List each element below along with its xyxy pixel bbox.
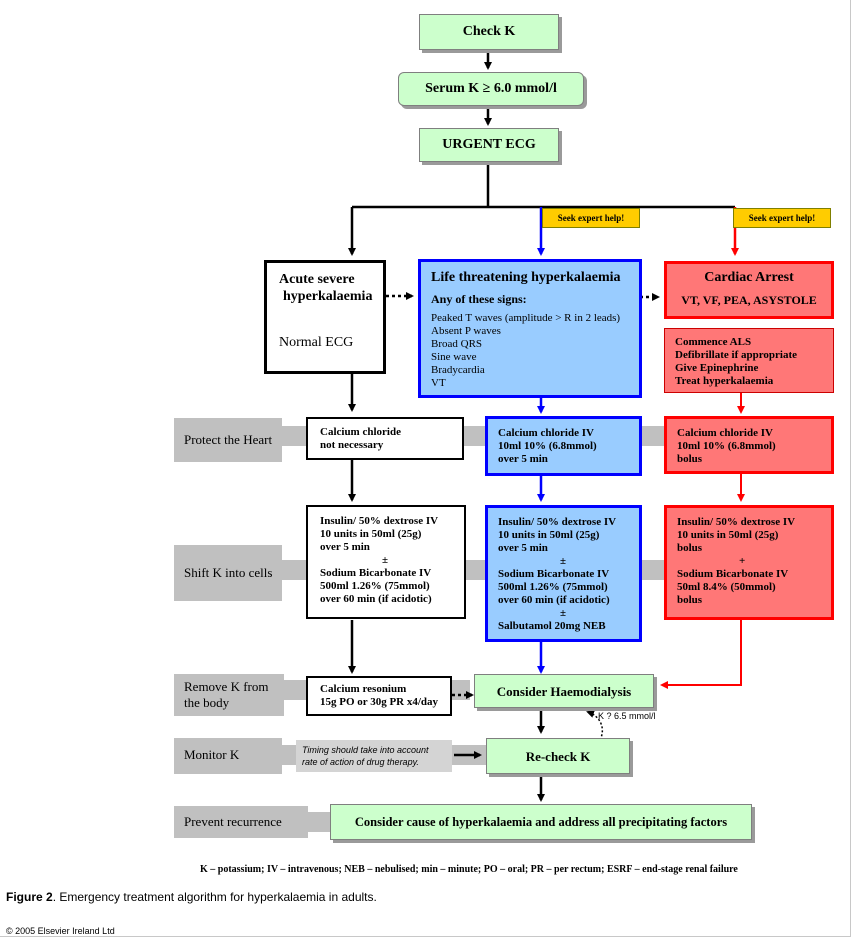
figure-caption-text: . Emergency treatment algorithm for hype… xyxy=(52,890,377,904)
life-shift-line: over 5 min xyxy=(498,542,548,554)
arrest-action: Defibrillate if appropriate xyxy=(675,349,797,361)
serum-k-label: Serum K ≥ 6.0 mmol/l xyxy=(425,81,557,96)
abbreviation-legend: K – potassium; IV – intravenous; NEB – n… xyxy=(200,864,738,875)
arrest-shift-line: 50ml 8.4% (50mmol) xyxy=(677,581,776,593)
arrest-action: Treat hyperkalaemia xyxy=(675,375,774,387)
acute-severe-box: Acute severe hyperkalaemia Normal ECG xyxy=(264,260,386,374)
life-sign: Absent P waves xyxy=(431,325,501,337)
life-protect-line: 10ml 10% (6.8mmol) xyxy=(498,440,597,452)
acute-shift-line: ± xyxy=(382,554,389,566)
timing-note: Timing should take into account rate of … xyxy=(296,740,452,772)
acute-shift-line: 500ml 1.26% (75mmol) xyxy=(320,580,430,592)
life-shift-line: 10 units in 50ml (25g) xyxy=(498,529,600,541)
remove-label-line: the body xyxy=(184,695,230,710)
arrest-title: Cardiac Arrest xyxy=(704,270,794,285)
stage-label-monitor: Monitor K xyxy=(174,738,282,774)
arrest-action: Commence ALS xyxy=(675,336,752,348)
acute-shift-line: 10 units in 50ml (25g) xyxy=(320,528,422,540)
copyright-notice: © 2005 Elsevier Ireland Ltd xyxy=(6,926,115,936)
arrest-rhythms: VT, VF, PEA, ASYSTOLE xyxy=(681,293,817,307)
haemodialysis-box: Consider Haemodialysis xyxy=(474,674,654,708)
stage-label-protect: Protect the Heart xyxy=(174,418,282,462)
life-shift-line: 500ml 1.26% (75mmol) xyxy=(498,581,608,593)
expert-help-tag: Seek expert help! xyxy=(733,208,831,228)
acute-shift-line: over 5 min xyxy=(320,541,370,553)
life-sign: Bradycardia xyxy=(431,364,485,376)
arrest-actions-box: Commence ALS Defibrillate if appropriate… xyxy=(664,328,834,393)
arrest-shift-line: + xyxy=(739,555,746,567)
stage-label-prevent: Prevent recurrence xyxy=(174,806,308,838)
arrest-protect-line: bolus xyxy=(677,453,703,465)
life-shift-line: over 60 min (if acidotic) xyxy=(498,594,610,606)
serum-k-box: Serum K ≥ 6.0 mmol/l xyxy=(398,72,584,106)
arrest-shift-line: Insulin/ 50% dextrose IV xyxy=(677,516,796,528)
figure-caption: Figure 2. Emergency treatment algorithm … xyxy=(6,890,377,904)
acute-shift-box: Insulin/ 50% dextrose IV 10 units in 50m… xyxy=(306,505,466,619)
acute-title-2: hyperkalaemia xyxy=(283,289,373,304)
acute-protect-box: Calcium chloride not necessary xyxy=(306,417,464,460)
arrest-protect-line: 10ml 10% (6.8mmol) xyxy=(677,440,776,452)
life-threatening-box: Life threatening hyperkalaemia Any of th… xyxy=(418,259,642,398)
arrest-protect-box: Calcium chloride IV 10ml 10% (6.8mmol) b… xyxy=(664,416,834,474)
arrest-shift-line: bolus xyxy=(677,594,703,606)
stage-label-shift: Shift K into cells xyxy=(174,545,282,601)
recheck-k-box: Re-check K xyxy=(486,738,630,774)
arrest-shift-line: 10 units in 50ml (25g) xyxy=(677,529,779,541)
remove-label-line: Remove K from xyxy=(184,679,269,694)
acute-protect-line: not necessary xyxy=(320,439,384,451)
life-signs-list: Peaked T waves (amplitude > R in 2 leads… xyxy=(431,312,639,390)
arrest-action: Give Epinephrine xyxy=(675,362,759,374)
arrest-protect-line: Calcium chloride IV xyxy=(677,427,773,439)
life-shift-line: ± xyxy=(560,555,567,567)
life-subtitle: Any of these signs: xyxy=(431,292,527,306)
arrest-shift-line: bolus xyxy=(677,542,703,554)
prevent-label: Consider cause of hyperkalaemia and addr… xyxy=(354,814,728,829)
acute-shift-line: Insulin/ 50% dextrose IV xyxy=(320,515,439,527)
urgent-ecg-box: URGENT ECG xyxy=(419,128,559,162)
life-title: Life threatening hyperkalaemia xyxy=(431,270,621,285)
cardiac-arrest-box: Cardiac Arrest VT, VF, PEA, ASYSTOLE xyxy=(664,261,834,319)
life-sign: Sine wave xyxy=(431,351,477,363)
life-shift-line: Sodium Bicarbonate IV xyxy=(498,568,610,580)
life-shift-box: Insulin/ 50% dextrose IV 10 units in 50m… xyxy=(485,505,642,642)
life-protect-line: over 5 min xyxy=(498,453,548,465)
prevent-box: Consider cause of hyperkalaemia and addr… xyxy=(330,804,752,840)
check-k-box: Check K xyxy=(419,14,559,50)
life-protect-line: Calcium chloride IV xyxy=(498,427,594,439)
timing-line: Timing should take into account xyxy=(302,745,429,755)
timing-line: rate of action of drug therapy. xyxy=(302,757,419,767)
life-sign: VT xyxy=(431,377,446,389)
arrest-shift-line: Sodium Bicarbonate IV xyxy=(677,568,789,580)
acute-remove-line: 15g PO or 30g PR x4/day xyxy=(320,696,439,708)
acute-sub: Normal ECG xyxy=(279,335,354,350)
figure-label: Figure 2 xyxy=(6,890,53,904)
urgent-ecg-label: URGENT ECG xyxy=(442,137,536,152)
life-shift-line: Salbutamol 20mg NEB xyxy=(498,620,606,632)
recheck-k-label: Re-check K xyxy=(525,748,591,764)
stage-label-remove: Remove K from the body xyxy=(174,674,284,716)
k-threshold-note: K ? 6.5 mmol/l xyxy=(598,711,656,721)
acute-protect-line: Calcium chloride xyxy=(320,426,401,438)
life-protect-box: Calcium chloride IV 10ml 10% (6.8mmol) o… xyxy=(485,416,642,476)
expert-help-tag: Seek expert help! xyxy=(542,208,640,228)
acute-title-1: Acute severe xyxy=(279,272,355,287)
acute-remove-line: Calcium resonium xyxy=(320,683,407,695)
acute-remove-box: Calcium resonium 15g PO or 30g PR x4/day xyxy=(306,676,452,716)
life-sign: Peaked T waves (amplitude > R in 2 leads… xyxy=(431,312,621,324)
life-shift-line: Insulin/ 50% dextrose IV xyxy=(498,516,617,528)
check-k-label: Check K xyxy=(462,24,516,39)
acute-shift-line: Sodium Bicarbonate IV xyxy=(320,567,432,579)
arrest-shift-box: Insulin/ 50% dextrose IV 10 units in 50m… xyxy=(664,505,834,620)
life-shift-line: ± xyxy=(560,607,567,619)
acute-shift-line: over 60 min (if acidotic) xyxy=(320,593,432,605)
haemodialysis-label: Consider Haemodialysis xyxy=(496,683,632,699)
life-sign: Broad QRS xyxy=(431,338,483,350)
